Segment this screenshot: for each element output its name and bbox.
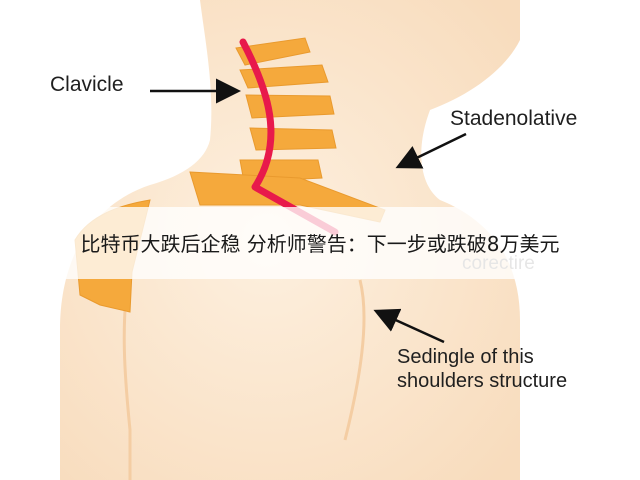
headline-banner xyxy=(0,207,640,279)
label-sedingle: Sedingle of this shoulders structure xyxy=(397,345,632,393)
headline-text: 比特币大跌后企稳 分析师警告：下一步或跌破8万美元 xyxy=(80,232,560,256)
clavicle-nerve-line xyxy=(239,38,339,236)
label-sedingle-line1: Sedingle of this xyxy=(397,346,534,368)
label-stadenolative: Stadenolative xyxy=(450,107,578,130)
label-clavicle: Clavicle xyxy=(50,73,124,96)
label-sedingle-line2: shoulders structure xyxy=(397,370,568,392)
arrow-stadenolative xyxy=(395,132,467,169)
arrow-sedingle xyxy=(373,308,445,344)
